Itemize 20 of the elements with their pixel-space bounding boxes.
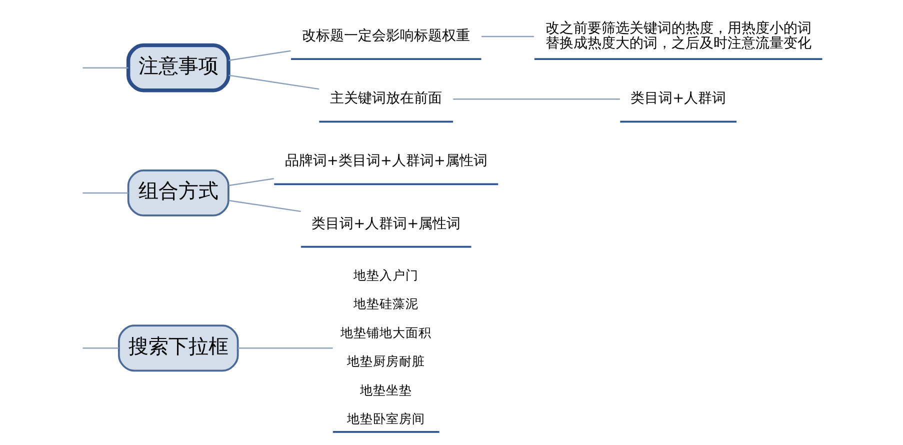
node-text: 品牌词+类目词+人群词+属性词 bbox=[284, 152, 487, 169]
node-box: 搜索下拉框 bbox=[118, 324, 238, 372]
connector bbox=[82, 347, 118, 348]
connector bbox=[480, 35, 534, 37]
connector bbox=[228, 177, 274, 186]
connector bbox=[228, 50, 290, 60]
node-box: 组合方式 bbox=[126, 169, 229, 216]
node-box: 注意事项 bbox=[126, 42, 230, 92]
node-text: 地垫入户门 地垫硅藻泥 地垫铺地大面积 地垫厨房耐脏 地垫坐垫 地垫卧室房间 bbox=[340, 266, 432, 426]
node-text: 类目词+人群词 bbox=[630, 90, 726, 106]
connector bbox=[228, 199, 300, 212]
node-text: 主关键词放在前面 bbox=[330, 90, 442, 106]
connector bbox=[82, 66, 128, 68]
connector bbox=[82, 192, 128, 194]
node-text: 改之前要筛选关键词的热度，用热度小的词替换成热度大的词，之后及时注意流量变化 bbox=[544, 20, 811, 52]
connector bbox=[228, 74, 319, 90]
node-text: 改标题一定会影响标题权重 bbox=[302, 28, 470, 44]
connector bbox=[452, 98, 620, 100]
connector bbox=[237, 347, 332, 348]
node-text: 类目词+人群词+属性词 bbox=[311, 215, 460, 232]
